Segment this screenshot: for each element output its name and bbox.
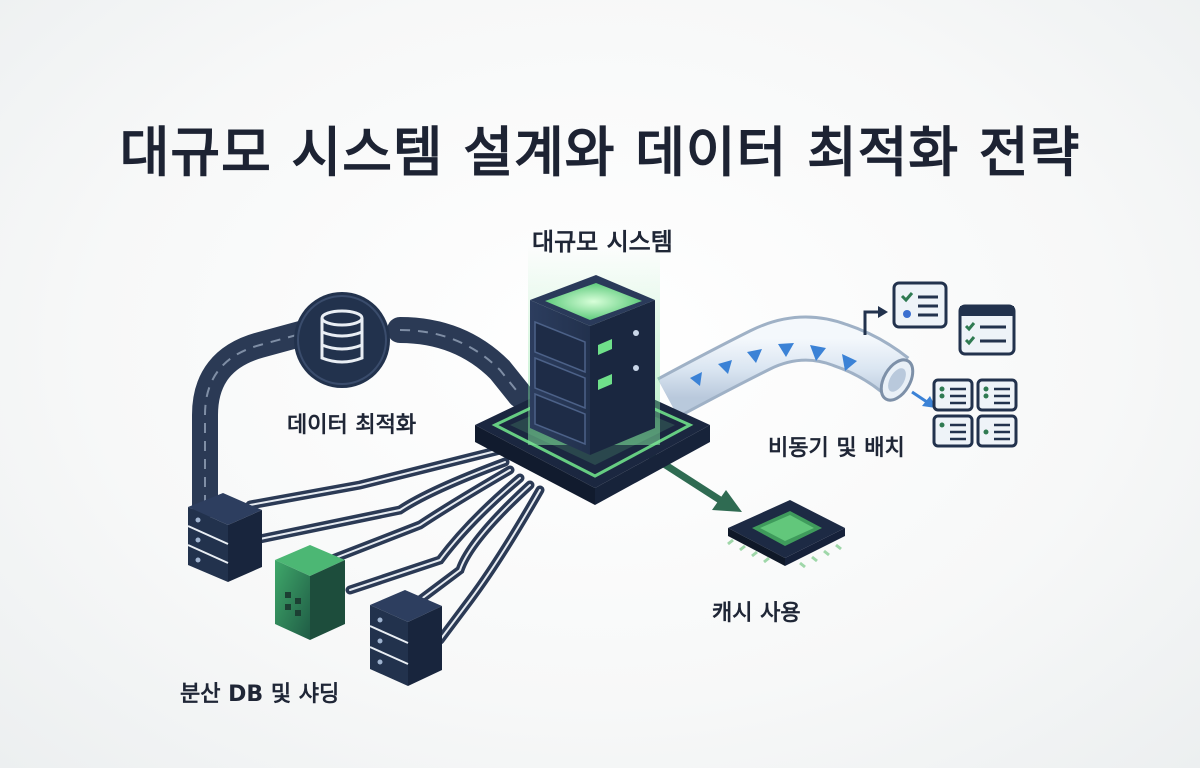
server-stack-icon (369, 590, 442, 686)
data-road (192, 317, 533, 518)
chip-icon (727, 500, 845, 569)
shard-node-icon (275, 545, 345, 640)
server-tower-icon (530, 275, 655, 455)
page-title: 대규모 시스템 설계와 데이터 최적화 전략 (119, 121, 1081, 184)
network-cables (245, 445, 545, 645)
cache-label: 캐시 사용 (712, 601, 801, 626)
distributed-db-label: 분산 DB 및 샤딩 (180, 682, 340, 707)
server-stack-icon (187, 493, 262, 582)
data-pipe-icon (657, 306, 936, 419)
async-batch-label: 비동기 및 배치 (768, 436, 905, 461)
data-optimization-label: 데이터 최적화 (287, 413, 417, 438)
center-system-label: 대규모 시스템 (532, 228, 673, 256)
checklist-icon (892, 281, 1018, 448)
database-icon (294, 292, 390, 388)
